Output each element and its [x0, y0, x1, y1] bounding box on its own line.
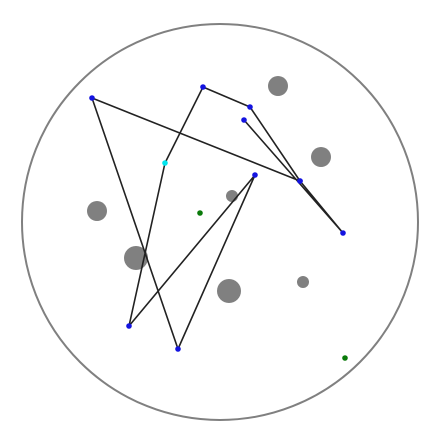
waypoint-1[interactable] — [241, 117, 247, 123]
obstacle-layer — [87, 76, 331, 303]
waypoint-layer — [89, 84, 346, 352]
obstacle-7 — [297, 276, 309, 288]
waypoint-6[interactable] — [126, 323, 132, 329]
obstacle-3 — [226, 190, 238, 202]
waypoint-2[interactable] — [340, 230, 346, 236]
waypoint-7[interactable] — [252, 172, 258, 178]
obstacle-4 — [87, 201, 107, 221]
waypoint-4[interactable] — [200, 84, 206, 90]
obstacle-1 — [268, 76, 288, 96]
target-1 — [197, 210, 203, 216]
waypoint-3[interactable] — [247, 104, 253, 110]
waypoint-5[interactable] — [162, 160, 168, 166]
obstacle-6 — [217, 279, 241, 303]
target-2 — [342, 355, 348, 361]
waypoint-9[interactable] — [89, 95, 95, 101]
arena-boundary — [21, 23, 419, 421]
waypoint-11[interactable] — [297, 178, 303, 184]
target-layer — [197, 210, 348, 361]
waypoint-8[interactable] — [175, 346, 181, 352]
obstacle-2 — [311, 147, 331, 167]
